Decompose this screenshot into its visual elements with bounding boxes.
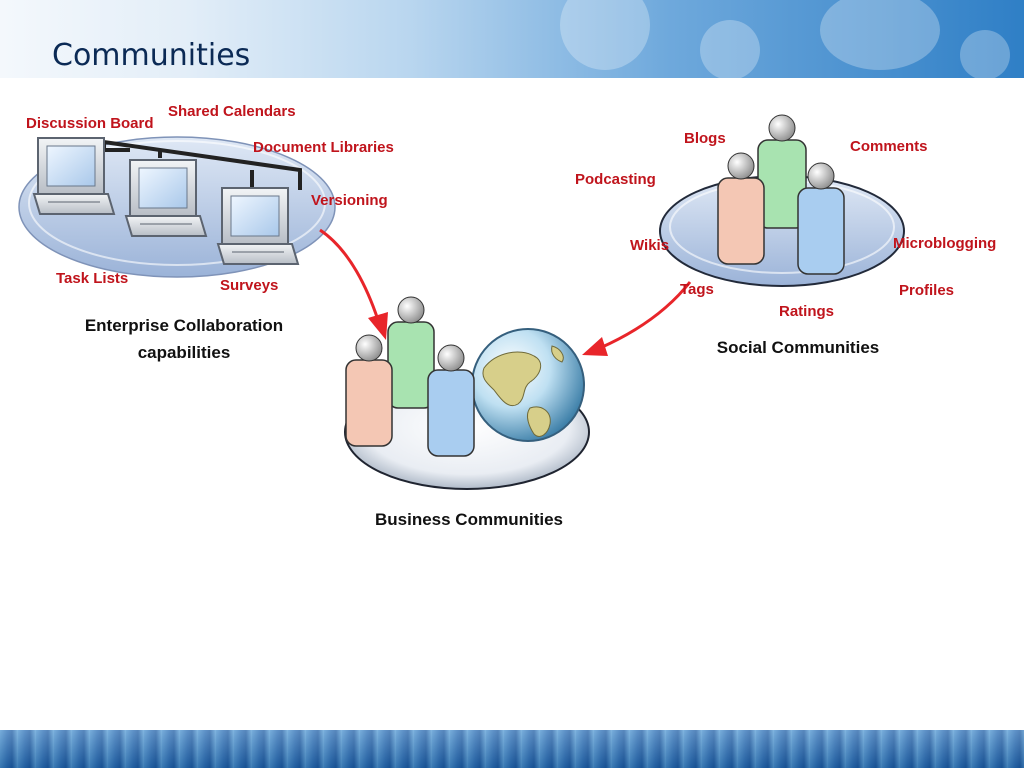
label-tags: Tags (680, 281, 714, 298)
slide-title: Communities (52, 38, 251, 73)
label-document-libraries: Document Libraries (253, 139, 394, 156)
label-discussion-board: Discussion Board (26, 115, 154, 132)
caption-enterprise: Enterprise Collaboration capabilities (56, 312, 312, 366)
label-comments: Comments (850, 138, 928, 155)
label-podcasting: Podcasting (575, 171, 656, 188)
label-wikis: Wikis (630, 237, 670, 254)
label-blogs: Blogs (684, 130, 726, 147)
label-surveys: Surveys (220, 277, 279, 294)
person-icon (757, 114, 807, 229)
label-shared-calendars: Shared Calendars (168, 103, 296, 120)
person-icon (345, 334, 393, 447)
label-ratings: Ratings (779, 303, 835, 320)
arrow-enterprise-to-business (319, 228, 388, 340)
computer-icon (32, 137, 116, 215)
person-icon (797, 162, 845, 275)
slide-header (0, 0, 1024, 78)
person-icon (387, 296, 435, 409)
label-microblogging: Microblogging (893, 235, 997, 252)
label-task-lists: Task Lists (56, 270, 129, 287)
caption-social: Social Communities (716, 338, 880, 357)
slide-footer (0, 730, 1024, 768)
computer-icon (124, 159, 208, 237)
person-icon (427, 344, 475, 457)
network-cable (104, 148, 254, 190)
label-profiles: Profiles (899, 282, 955, 299)
label-versioning: Versioning (311, 192, 388, 209)
header-bokeh (560, 0, 650, 70)
computer-icon (216, 187, 300, 265)
caption-enterprise-line2: capabilities (137, 343, 231, 362)
arrow-social-to-business (582, 281, 692, 356)
globe-icon (471, 328, 585, 442)
header-bokeh (960, 30, 1010, 78)
caption-enterprise-line1: Enterprise Collaboration (84, 316, 284, 335)
caption-business: Business Communities (375, 510, 563, 529)
header-bokeh (820, 0, 940, 70)
header-bokeh (700, 20, 760, 78)
person-icon (717, 152, 765, 265)
